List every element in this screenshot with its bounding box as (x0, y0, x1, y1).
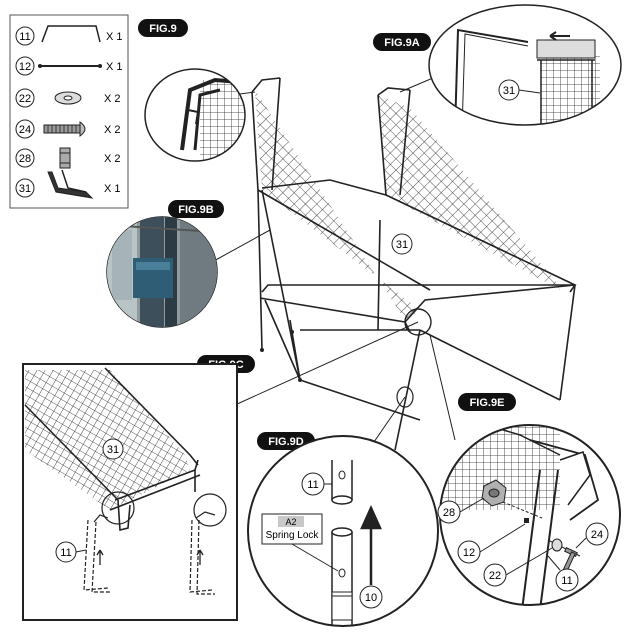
part-row-31: 31 X 1 (15, 169, 121, 199)
fig9d-bottom-callout: 10 (365, 592, 377, 604)
nut-icon (59, 147, 71, 169)
spring-lock-text: Spring Lock (266, 530, 320, 541)
net-icon (47, 169, 94, 199)
fig9-label: FIG.9 (138, 19, 188, 37)
part-row-22: 22 X 2 (15, 88, 121, 108)
part-qty: X 1 (106, 31, 123, 43)
right-net (378, 95, 560, 290)
part-row-28: 28 X 2 (15, 147, 121, 169)
part-number: 28 (19, 153, 31, 165)
fig9a-net-callout: 31 (503, 85, 515, 97)
u-frame-tube-icon (41, 25, 101, 43)
svg-text:FIG.9D: FIG.9D (268, 436, 304, 448)
svg-text:FIG.9: FIG.9 (149, 23, 177, 35)
fig9b-label: FIG.9B (168, 200, 224, 218)
fig9e-tube-callout: 11 (561, 575, 572, 587)
part-qty: X 2 (104, 93, 121, 105)
fig9-detail (144, 68, 246, 162)
svg-text:FIG.9E: FIG.9E (470, 397, 505, 409)
fig9b-detail (106, 216, 218, 328)
part-row-24: 24 X 2 (15, 119, 121, 139)
fig9e-nut-callout: 28 (443, 507, 455, 519)
rod-icon (38, 64, 102, 68)
fig9c-net-callout: 31 (107, 444, 119, 456)
svg-text:FIG.9B: FIG.9B (178, 204, 214, 216)
fig9d-detail: 11 A2 Spring Lock 10 (247, 435, 439, 627)
part-number: 31 (19, 183, 31, 195)
fig9e-rod-callout: 12 (463, 547, 475, 559)
main-assembly: 31 (251, 77, 577, 451)
part-number: 12 (19, 61, 31, 73)
spring-lock-code: A2 (285, 517, 296, 527)
washer-icon (54, 91, 82, 105)
fig9c-detail: 31 11 (22, 363, 238, 621)
spring-lock-label: A2 Spring Lock (261, 513, 323, 545)
left-net (255, 90, 420, 320)
fig9d-top-callout: 11 (307, 479, 318, 491)
part-qty: X 2 (104, 124, 121, 136)
parts-list: 11 X 1 12 X 1 22 X 2 (9, 14, 129, 209)
fig9e-bolt-callout: 24 (591, 529, 603, 541)
fig9e-label: FIG.9E (458, 393, 516, 411)
up-arrow-icon (360, 504, 382, 585)
main-net-callout: 31 (396, 239, 408, 251)
part-row-12: 12 X 1 (15, 56, 123, 76)
part-number: 24 (19, 124, 31, 136)
part-qty: X 2 (104, 153, 121, 165)
bolt-icon (43, 121, 86, 137)
fig9a-detail: 31 (428, 4, 622, 126)
part-qty: X 1 (104, 183, 121, 195)
part-qty: X 1 (106, 61, 123, 73)
fig9e-detail: 28 12 22 11 24 (437, 424, 621, 606)
svg-text:FIG.9A: FIG.9A (384, 37, 420, 49)
fig9c-tube-callout: 11 (60, 547, 71, 559)
part-number: 11 (19, 31, 30, 43)
fig9a-label: FIG.9A (373, 33, 431, 51)
part-number: 22 (19, 93, 31, 105)
fig9e-washer-callout: 22 (489, 570, 501, 582)
part-row-11: 11 X 1 (15, 25, 123, 46)
